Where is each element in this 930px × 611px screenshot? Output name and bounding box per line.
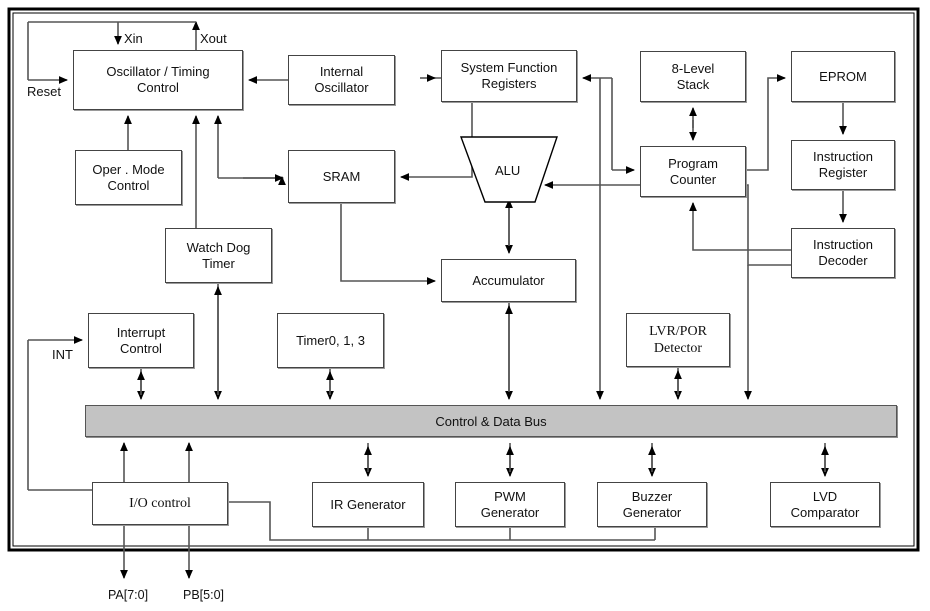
wire-id-alu	[544, 181, 791, 266]
block-label: 8-Level Stack	[671, 60, 715, 92]
block-label: Watch Dog Timer	[186, 239, 251, 271]
signal-label-reset: Reset	[27, 84, 61, 99]
block-program-counter[interactable]: Program Counter	[640, 146, 746, 197]
alu-label: ALU	[495, 163, 521, 178]
pin-label-pa: PA[7:0]	[108, 588, 149, 602]
signal-label-int: INT	[52, 347, 73, 362]
signal-label-xin: Xin	[124, 31, 143, 46]
block-lvd-comparator[interactable]: LVD Comparator	[770, 482, 880, 527]
block-label: Oscillator / Timing Control	[106, 64, 210, 95]
block-label: Instruction Register	[813, 149, 873, 180]
block-label: Program Counter	[668, 155, 718, 187]
block-oscillator-timing-control[interactable]: Oscillator / Timing Control	[73, 50, 243, 110]
block-label: EPROM	[819, 68, 867, 84]
block-label: IR Generator	[330, 496, 406, 512]
block-label: LVR/POR Detector	[649, 323, 707, 356]
wire-sfr-sram	[400, 102, 473, 181]
block-8-level-stack[interactable]: 8-Level Stack	[640, 51, 746, 102]
wire-pc-eprom	[746, 74, 786, 171]
block-watch-dog-timer[interactable]: Watch Dog Timer	[165, 228, 272, 283]
wire-id-pc	[689, 202, 791, 251]
block-label: PWM Generator	[480, 488, 540, 520]
pin-label-pb: PB[5:0]	[183, 588, 224, 602]
block-label: Instruction Decoder	[813, 237, 873, 268]
chip-boundary	[7, 7, 920, 552]
block-label: Accumulator	[472, 272, 545, 288]
block-alu[interactable]	[455, 131, 565, 209]
block-label: Interrupt Control	[116, 324, 166, 356]
block-label: Timer0, 1, 3	[296, 332, 365, 348]
block-label: I/O control	[129, 495, 191, 511]
block-internal-oscillator[interactable]: Internal Oscillator	[288, 55, 395, 105]
wire-sram-acc	[340, 203, 436, 285]
block-instruction-register[interactable]: Instruction Register	[791, 140, 895, 190]
chip-boundary-inner	[12, 12, 915, 547]
block-interrupt-control[interactable]: Interrupt Control	[88, 313, 194, 368]
alu-shape	[459, 136, 558, 203]
block-label: Buzzer Generator	[622, 488, 682, 520]
block-label: LVD Comparator	[790, 488, 860, 520]
block-sram[interactable]: SRAM	[288, 150, 395, 203]
block-label: Oper . Mode Control	[92, 161, 165, 193]
bus-label: Control & Data Bus	[435, 413, 547, 429]
block-lvr-por-detector[interactable]: LVR/POR Detector	[626, 313, 730, 367]
block-label: SRAM	[322, 168, 361, 184]
block-system-function-registers[interactable]: System Function Registers	[441, 50, 577, 102]
block-oper-mode-control[interactable]: Oper . Mode Control	[75, 150, 182, 205]
block-instruction-decoder[interactable]: Instruction Decoder	[791, 228, 895, 278]
block-pwm-generator[interactable]: PWM Generator	[455, 482, 565, 527]
block-label: System Function Registers	[460, 60, 558, 91]
block-accumulator[interactable]: Accumulator	[441, 259, 576, 302]
signal-label-xout: Xout	[200, 31, 227, 46]
block-buzzer-generator[interactable]: Buzzer Generator	[597, 482, 707, 527]
block-timer-0-1-3[interactable]: Timer0, 1, 3	[277, 313, 384, 368]
block-ir-generator[interactable]: IR Generator	[312, 482, 424, 527]
block-eprom[interactable]: EPROM	[791, 51, 895, 102]
block-label: Internal Oscillator	[314, 64, 369, 95]
block-io-control[interactable]: I/O control	[92, 482, 228, 525]
wire-io-rail	[228, 501, 655, 541]
control-data-bus[interactable]: Control & Data Bus	[85, 405, 897, 437]
